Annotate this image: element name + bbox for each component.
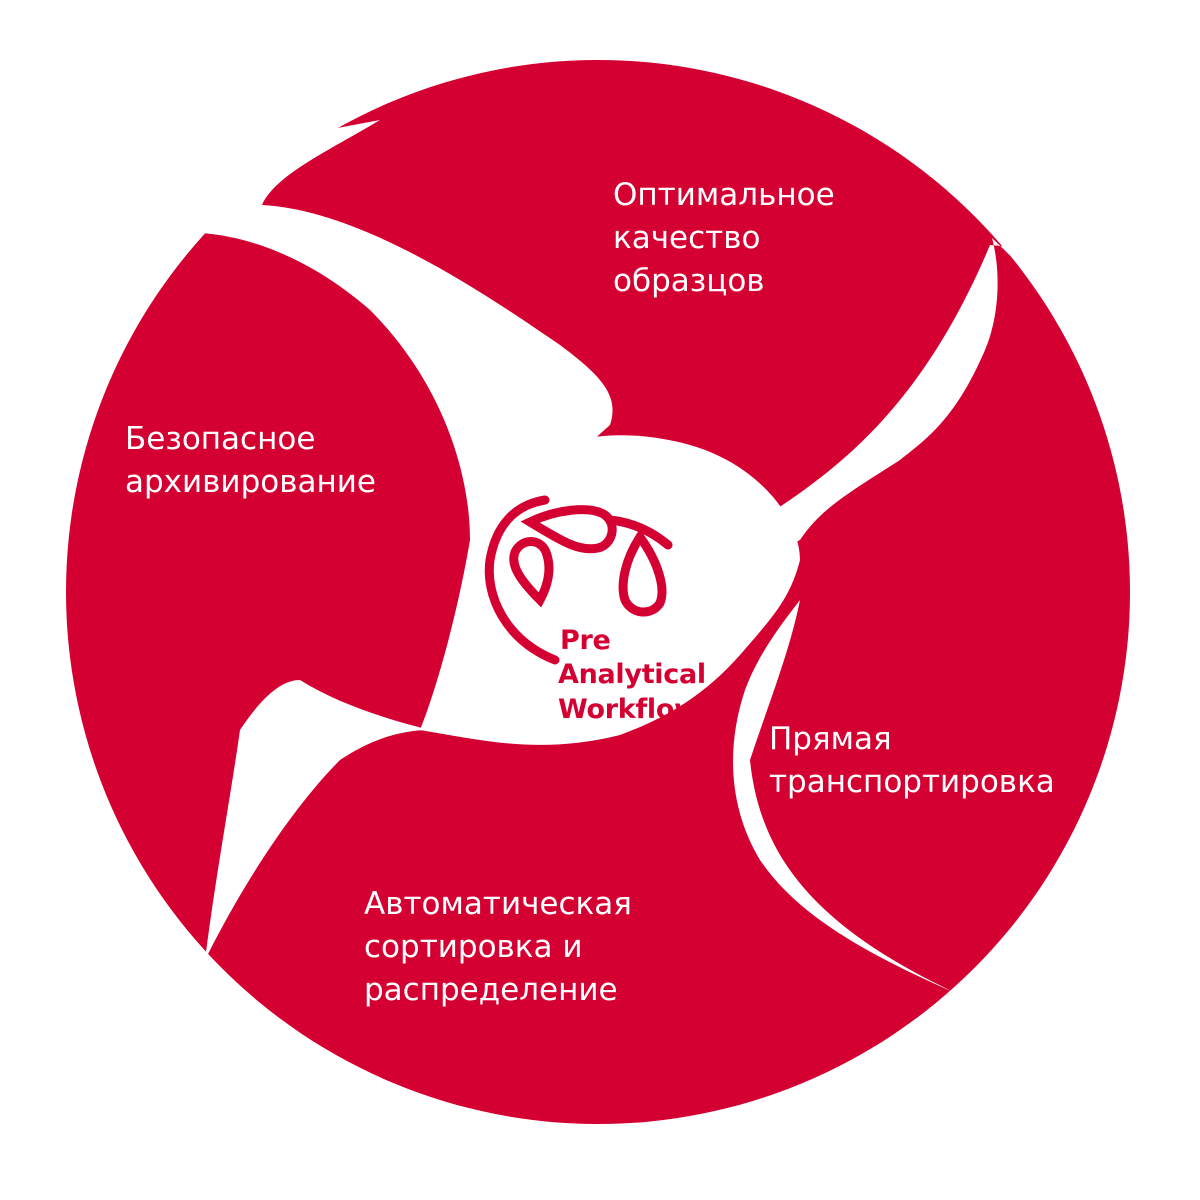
separator-right [700, 238, 1180, 560]
droplet-cycle-icon [484, 495, 673, 665]
logo-drop-right [618, 529, 667, 617]
logo-outer-arc [484, 495, 560, 665]
petal-label-safe-archiving: Безопасное архивирование [125, 421, 376, 500]
logo-text-pre: Pre [560, 625, 611, 656]
logo-arc-right [605, 515, 673, 550]
separator-lower-left [205, 680, 430, 960]
logo-drop-top [520, 505, 617, 554]
separator-upper-left [60, 120, 613, 540]
petal-label-sample-quality: Оптимальное качество образцов [613, 177, 835, 299]
logo-text-analytical: Analytical [558, 659, 706, 690]
petal-label-direct-transport: Прямая транспортировка [769, 721, 1055, 800]
logo-drop-left [509, 537, 554, 608]
logo-text-workflow: Workflow [558, 694, 699, 725]
petal-label-automatic-sorting: Автоматическая сортировка и распределени… [364, 886, 632, 1008]
